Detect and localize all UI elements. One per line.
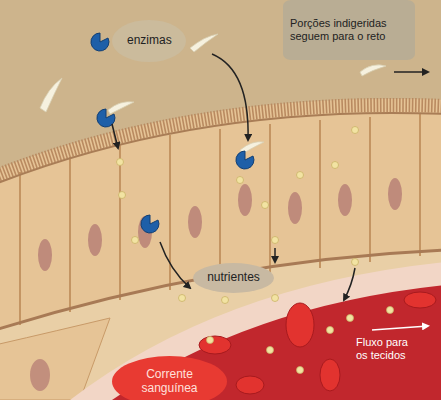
node-text: Porções indigeridas seguem para o reto <box>290 17 400 42</box>
callout-bubble: nutrientes <box>193 263 274 293</box>
node-text: enzimas <box>127 34 171 48</box>
note-box: Porções indigeridas seguem para o reto <box>283 0 415 60</box>
node-text: Corrente sanguínea <box>132 368 208 396</box>
callout-bubble: enzimas <box>112 20 186 62</box>
node-text: nutrientes <box>207 271 260 285</box>
flow-label: Fluxo para os tecidos <box>356 336 418 361</box>
callout-bubble: Corrente sanguínea <box>112 356 227 400</box>
